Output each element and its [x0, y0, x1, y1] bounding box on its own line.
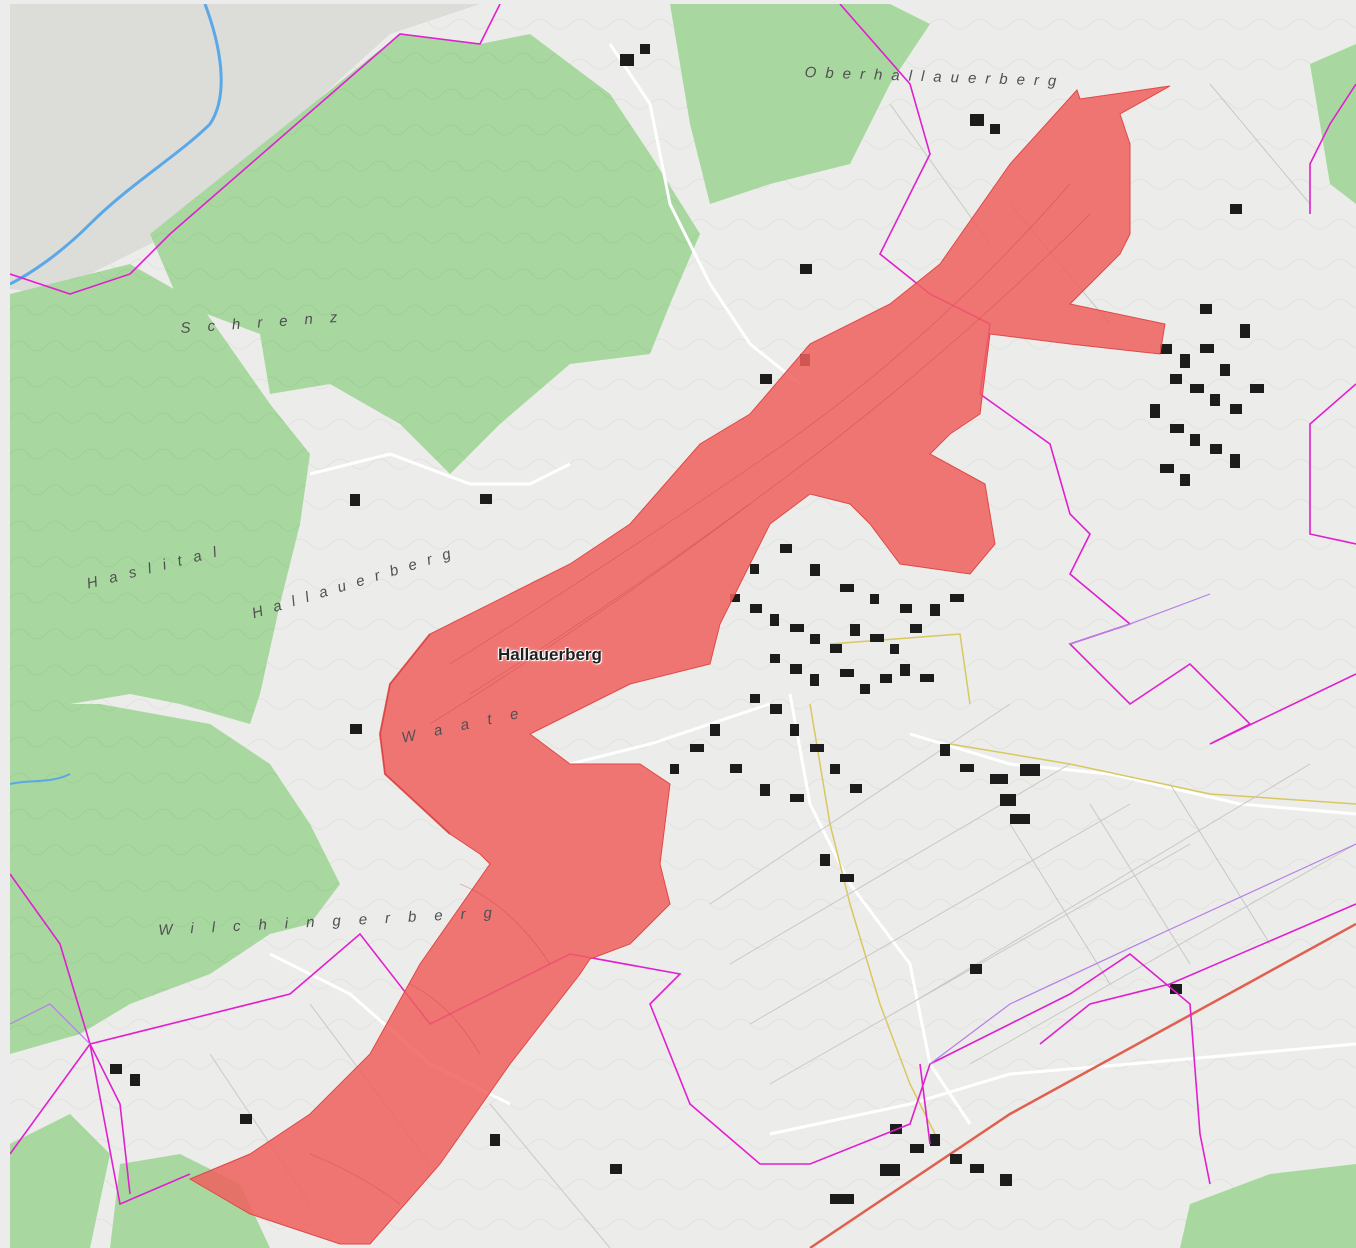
district-boundaries — [10, 593, 1356, 1065]
highlighted-zone-polygon[interactable] — [188, 85, 1171, 1245]
forest-contours — [10, 34, 700, 1054]
map-canvas[interactable]: Oberhallauerberg Schrenz Haslital Hallau… — [10, 4, 1356, 1248]
map-svg — [10, 4, 1356, 1248]
road-network — [269, 43, 1356, 1136]
zone-edge-accent — [378, 633, 451, 835]
river — [10, 4, 223, 286]
stream — [10, 773, 71, 785]
zone-contours — [309, 183, 1091, 1205]
field-lines — [209, 83, 1356, 1248]
settlement-east — [1150, 304, 1264, 486]
railway — [809, 922, 1356, 1248]
place-label-hallauerberg: Hallauerberg — [498, 645, 602, 664]
settlement-south — [110, 44, 1242, 1204]
hillshade-north — [10, 4, 480, 294]
settlement-hallau — [670, 544, 1040, 882]
